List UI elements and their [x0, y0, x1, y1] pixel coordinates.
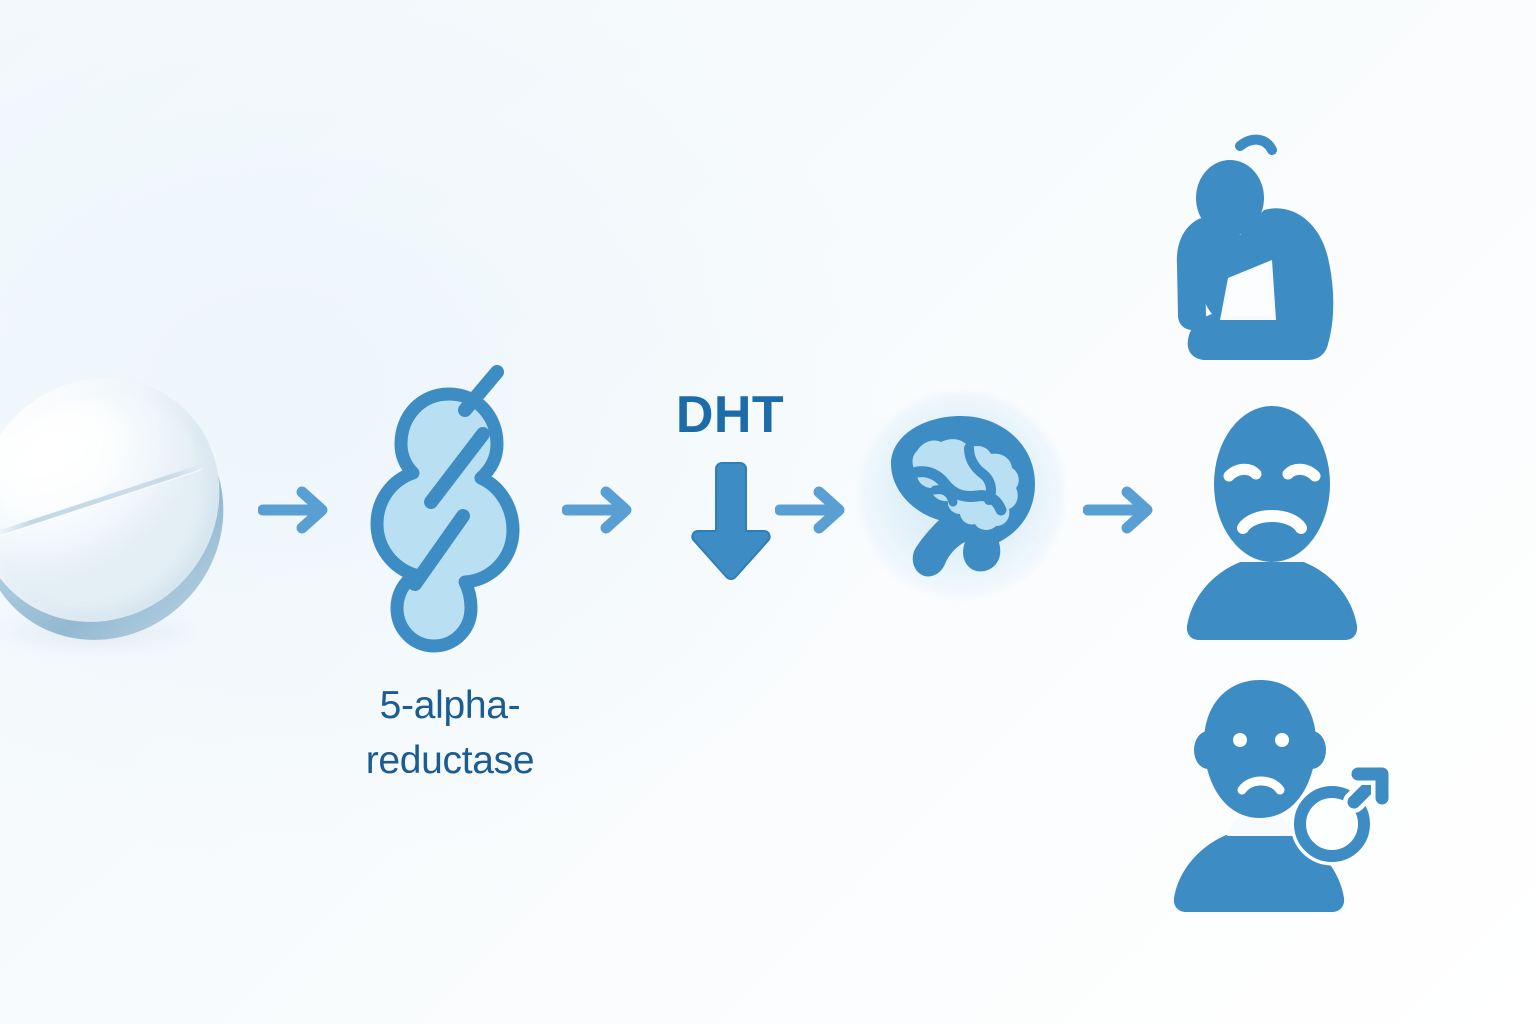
- enzyme-label: 5-alpha- reductase: [300, 678, 600, 789]
- pill-highlight: [0, 384, 143, 516]
- pill-tablet-icon: [0, 340, 256, 678]
- dht-group: DHT: [640, 385, 820, 605]
- right-arrow-icon: [257, 482, 340, 543]
- enzyme-label-line2: reductase: [365, 739, 535, 783]
- right-arrow-icon: [561, 482, 644, 543]
- down-arrow-icon: [686, 457, 776, 592]
- enzyme-protein-icon: [345, 358, 555, 658]
- right-arrow-icon: [1082, 482, 1165, 543]
- sitting-person-head-down-icon: [1168, 128, 1378, 373]
- right-arrow-icon: [774, 482, 857, 543]
- enzyme-label-line1: 5-alpha-: [379, 684, 521, 727]
- male-symbol-icon: [1290, 763, 1393, 866]
- male-symbol-avatar-icon: [1160, 678, 1393, 913]
- dht-label: DHT: [675, 386, 785, 444]
- sad-face-avatar-icon: [1165, 398, 1380, 648]
- brain-icon: [855, 388, 1070, 603]
